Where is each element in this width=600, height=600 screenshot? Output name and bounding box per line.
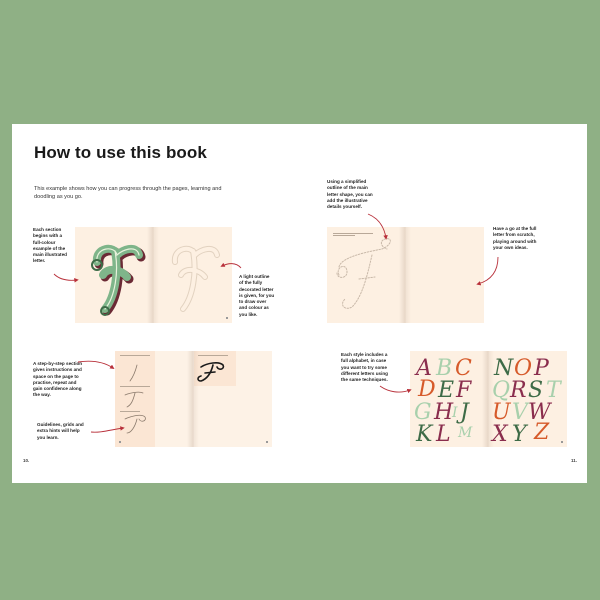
dotted-letter-f-outline bbox=[336, 238, 391, 309]
spread-full-colour-example bbox=[75, 227, 232, 323]
svg-text:X: X bbox=[490, 422, 509, 447]
svg-text:P: P bbox=[533, 356, 550, 381]
svg-text:T: T bbox=[546, 378, 563, 403]
svg-text:V: V bbox=[512, 400, 530, 425]
spread-step-by-step bbox=[115, 351, 272, 447]
svg-text:C: C bbox=[455, 356, 472, 381]
svg-text:K: K bbox=[415, 422, 434, 447]
svg-text:S: S bbox=[528, 378, 543, 403]
svg-text:N: N bbox=[493, 356, 514, 381]
note-simplified-outline: Using a simplified outline of the main l… bbox=[327, 179, 373, 210]
step-by-step-letter-f bbox=[124, 362, 225, 434]
svg-text:M: M bbox=[457, 425, 473, 441]
svg-text:L: L bbox=[435, 422, 451, 447]
svg-text:I: I bbox=[451, 405, 458, 421]
alphabet-illustration: A B C D E F G H I J K L M N O P Q R S T … bbox=[414, 356, 563, 447]
svg-text:O: O bbox=[514, 356, 532, 381]
note-guidelines: Guidelines, grids and extra hints will h… bbox=[37, 422, 84, 440]
page-number-left: 10. bbox=[23, 458, 30, 463]
svg-text:A: A bbox=[414, 356, 432, 381]
spread-simplified-outline bbox=[327, 227, 484, 323]
note-from-scratch: Have a go at the full letter from scratc… bbox=[493, 226, 537, 250]
note-full-colour: Each section begins with a full-colour e… bbox=[33, 227, 67, 264]
svg-text:R: R bbox=[509, 378, 527, 403]
svg-text:D: D bbox=[417, 377, 436, 402]
svg-text:H: H bbox=[433, 400, 454, 425]
svg-text:Q: Q bbox=[492, 378, 510, 403]
svg-text:G: G bbox=[414, 400, 432, 425]
page-number-right: 11. bbox=[571, 458, 578, 463]
note-step-by-step: A step-by-step section gives instruction… bbox=[33, 361, 83, 398]
svg-text:Y: Y bbox=[512, 422, 529, 447]
svg-text:E: E bbox=[437, 378, 454, 403]
note-alphabet: Each style includes a full alphabet, in … bbox=[341, 352, 388, 383]
svg-text:U: U bbox=[492, 400, 512, 425]
svg-text:B: B bbox=[435, 356, 452, 381]
note-light-outline: A light outline of the fully decorated l… bbox=[239, 274, 275, 317]
svg-text:Z: Z bbox=[533, 420, 550, 445]
svg-text:W: W bbox=[528, 400, 553, 425]
svg-text:F: F bbox=[455, 378, 472, 403]
intro-text: This example shows how you can progress … bbox=[34, 186, 222, 200]
spread-full-alphabet: A B C D E F G H I J K L M N O P Q R S T … bbox=[410, 351, 567, 447]
svg-text:J: J bbox=[456, 400, 470, 425]
decorated-letter-f-illustration bbox=[91, 244, 220, 316]
page-title: How to use this book bbox=[34, 143, 207, 162]
